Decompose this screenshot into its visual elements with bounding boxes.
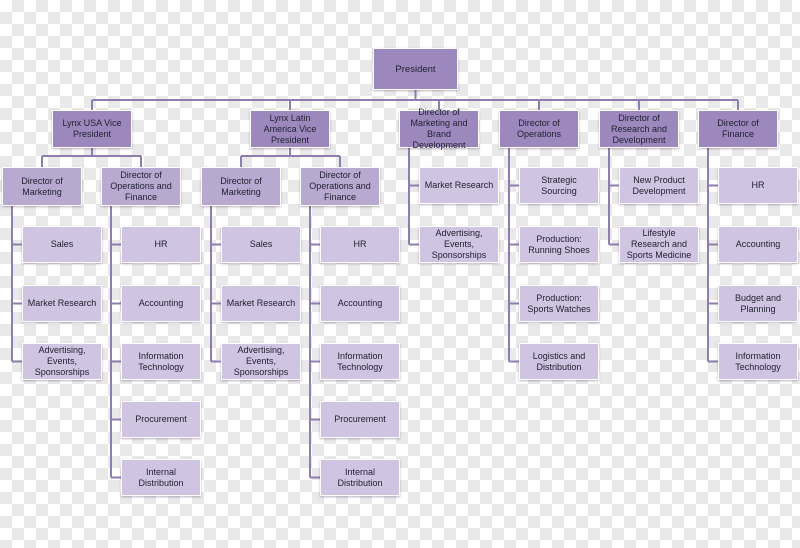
- department-node: Strategic Sourcing: [519, 167, 599, 204]
- department-node: HR: [320, 226, 400, 263]
- director-node: Director of Operations and Finance: [101, 167, 181, 206]
- department-node: Information Technology: [320, 343, 400, 380]
- president-node: President: [373, 48, 458, 90]
- department-node: Market Research: [22, 285, 102, 322]
- department-node: Advertising, Events, Sponsorships: [419, 226, 499, 263]
- department-node: Accounting: [320, 285, 400, 322]
- department-node: Production: Sports Watches: [519, 285, 599, 322]
- department-node: HR: [718, 167, 798, 204]
- department-node: Logistics and Distribution: [519, 343, 599, 380]
- department-node: Accounting: [121, 285, 201, 322]
- director-node: Director of Marketing: [201, 167, 281, 206]
- column-head-node: Lynx USA Vice President: [52, 110, 132, 148]
- department-node: Information Technology: [121, 343, 201, 380]
- department-node: Production: Running Shoes: [519, 226, 599, 263]
- column-head-node: Director of Research and Development: [599, 110, 679, 148]
- department-node: Sales: [221, 226, 301, 263]
- department-node: Advertising, Events, Sponsorships: [22, 343, 102, 380]
- column-head-node: Director of Finance: [698, 110, 778, 148]
- department-node: Advertising, Events, Sponsorships: [221, 343, 301, 380]
- department-node: New Product Development: [619, 167, 699, 204]
- department-node: Market Research: [419, 167, 499, 204]
- director-node: Director of Operations and Finance: [300, 167, 380, 206]
- department-node: Market Research: [221, 285, 301, 322]
- department-node: Sales: [22, 226, 102, 263]
- department-node: Accounting: [718, 226, 798, 263]
- department-node: Budget and Planning: [718, 285, 798, 322]
- department-node: Information Technology: [718, 343, 798, 380]
- department-node: HR: [121, 226, 201, 263]
- column-head-node: Director of Operations: [499, 110, 579, 148]
- department-node: Procurement: [320, 401, 400, 438]
- column-head-node: Lynx Latin America Vice President: [250, 110, 330, 148]
- department-node: Lifestyle Research and Sports Medicine: [619, 226, 699, 263]
- department-node: Procurement: [121, 401, 201, 438]
- department-node: Internal Distribution: [320, 459, 400, 496]
- column-head-node: Director of Marketing and Brand Developm…: [399, 107, 479, 150]
- director-node: Director of Marketing: [2, 167, 82, 206]
- department-node: Internal Distribution: [121, 459, 201, 496]
